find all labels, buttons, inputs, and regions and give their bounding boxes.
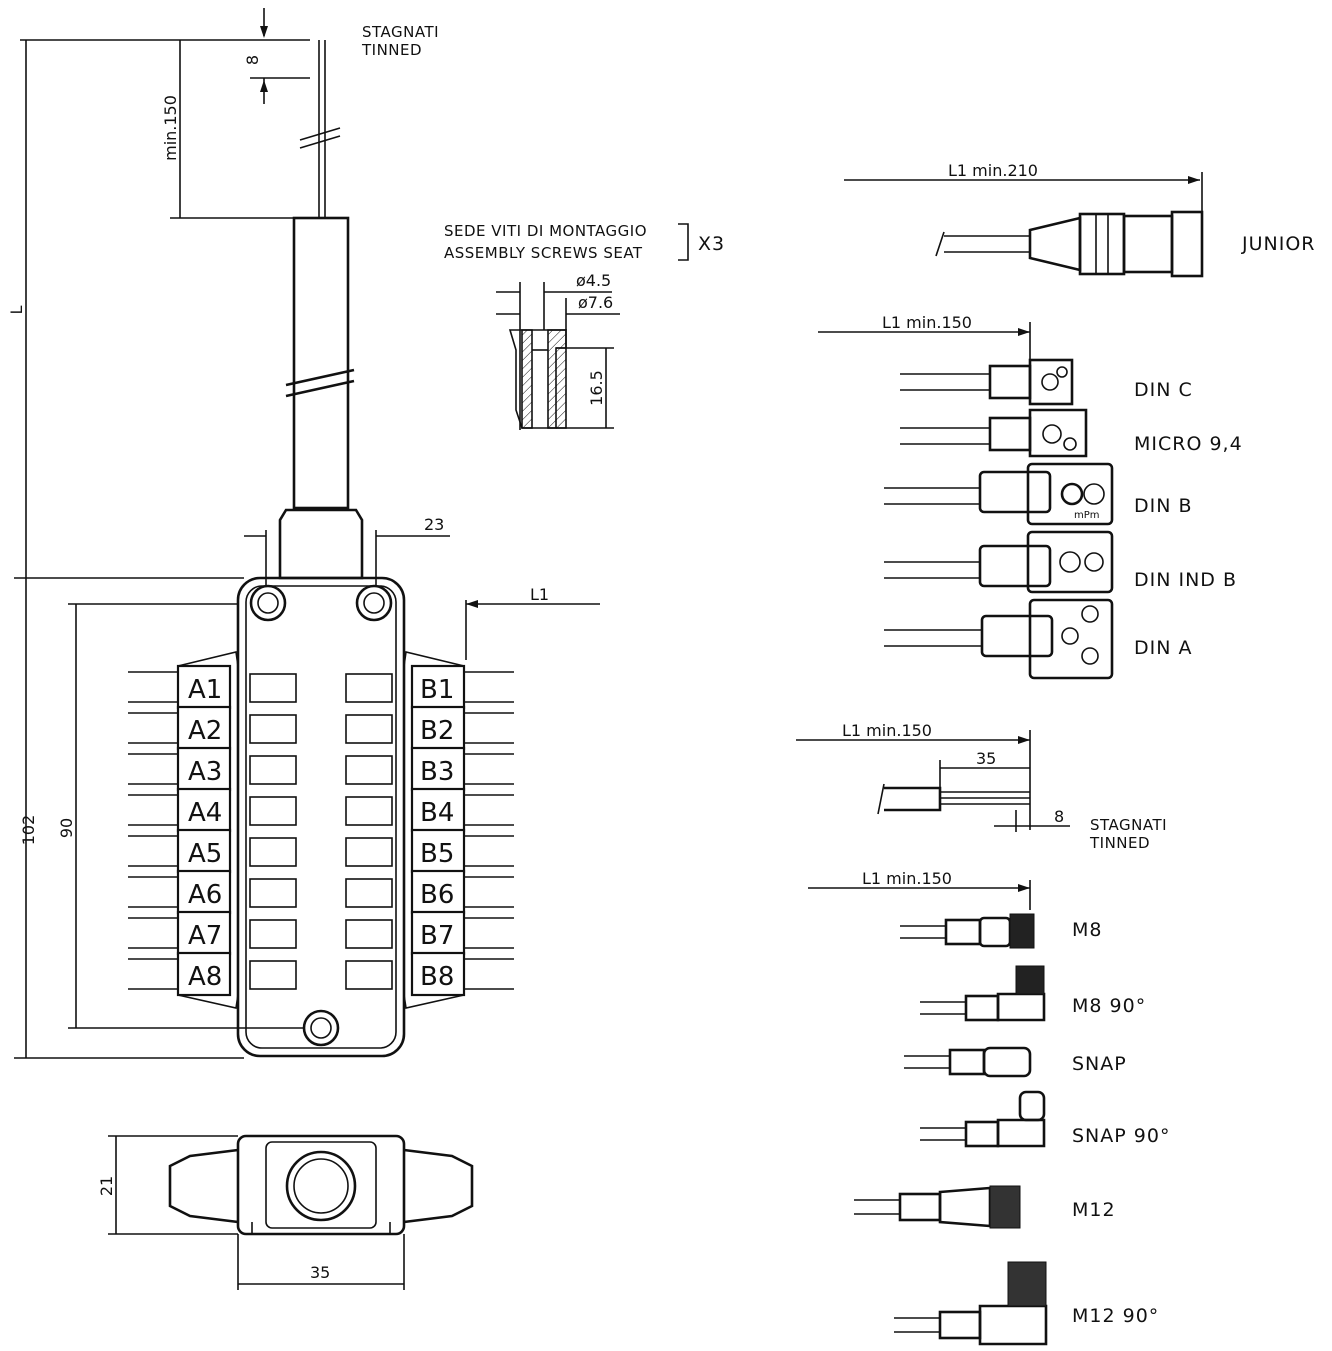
min-length-dim: min.150 bbox=[161, 95, 180, 161]
tinned-label-it: STAGNATI bbox=[362, 23, 439, 41]
snap-90-label: SNAP 90° bbox=[1072, 1125, 1170, 1147]
din-c-connector: DIN C bbox=[900, 358, 1193, 406]
snap-connector: SNAP bbox=[904, 1046, 1127, 1078]
din-c-label: DIN C bbox=[1134, 379, 1193, 401]
right-connector-row-3: B3 bbox=[345, 746, 514, 792]
m-series-connectors: L1 min.150 M8 M8 90° SNAP bbox=[808, 869, 1170, 1346]
left-connector-row-3: A3 bbox=[128, 746, 297, 792]
micro-connector: MICRO 9,4 bbox=[900, 408, 1243, 458]
screw-seat-quantity: X3 bbox=[698, 233, 725, 255]
wire-strip-dim: 35 bbox=[976, 749, 996, 768]
din-b-label: DIN B bbox=[1134, 495, 1193, 517]
total-length-dim: L bbox=[7, 305, 26, 314]
pin-label-b3: B3 bbox=[420, 757, 454, 787]
pin-label-b8: B8 bbox=[420, 962, 454, 992]
snap-label: SNAP bbox=[1072, 1053, 1127, 1075]
pin-label-b6: B6 bbox=[420, 880, 454, 910]
m-series-length-dim: L1 min.150 bbox=[862, 869, 952, 888]
din-a-connector: DIN A bbox=[884, 598, 1192, 680]
screw-seat-title-it: SEDE VITI DI MONTAGGIO bbox=[444, 222, 647, 240]
m12-90-label: M12 90° bbox=[1072, 1305, 1159, 1327]
left-connector-row-4: A4 bbox=[128, 787, 297, 833]
wire-tin-dim: 8 bbox=[1054, 807, 1064, 826]
pin-label-b7: B7 bbox=[420, 921, 454, 951]
top-cable: 8 min.150 L STAGNATI TINNED bbox=[7, 8, 439, 1058]
tinned-label-en: TINNED bbox=[361, 41, 422, 59]
m12-90-connector: M12 90° bbox=[894, 1261, 1159, 1346]
wire-length-dim: L1 min.150 bbox=[842, 721, 932, 740]
pin-label-a3: A3 bbox=[188, 757, 222, 787]
junior-length-dim: L1 min.210 bbox=[948, 161, 1038, 180]
mount-spacing-dim: 23 bbox=[424, 515, 444, 534]
pin-label-a5: A5 bbox=[188, 839, 222, 869]
right-connector-row-7: B7 bbox=[345, 910, 514, 956]
cable-length-l1-dim: L1 bbox=[530, 585, 549, 604]
m8-90-connector: M8 90° bbox=[920, 965, 1146, 1022]
box-height-dim: 102 bbox=[19, 815, 38, 846]
pin-label-a8: A8 bbox=[188, 962, 222, 992]
left-connector-row-8: A8 bbox=[128, 951, 297, 1009]
left-connector-row-6: A6 bbox=[128, 869, 297, 915]
pin-label-a4: A4 bbox=[188, 798, 222, 828]
pin-label-a7: A7 bbox=[188, 921, 222, 951]
box-side-view: 21 35 bbox=[97, 1134, 474, 1290]
left-connector-row-7: A7 bbox=[128, 910, 297, 956]
pin-label-b2: B2 bbox=[420, 716, 454, 746]
din-ind-b-connector: DIN IND B bbox=[884, 530, 1237, 594]
wire-tinned-it: STAGNATI bbox=[1090, 816, 1167, 834]
right-connector-row-5: B5 bbox=[345, 828, 514, 874]
screw-seat-detail: SEDE VITI DI MONTAGGIO ASSEMBLY SCREWS S… bbox=[444, 222, 725, 430]
hole-diameter-small: ø4.5 bbox=[576, 271, 611, 290]
hole-diameter-large: ø7.6 bbox=[578, 293, 613, 312]
right-connector-row-6: B6 bbox=[345, 869, 514, 915]
m8-connector: M8 bbox=[900, 913, 1102, 949]
m8-label: M8 bbox=[1072, 919, 1102, 941]
left-connector-row-1: A1 bbox=[128, 651, 297, 710]
right-connector-row-2: B2 bbox=[345, 705, 514, 751]
right-connector-row-8: B8 bbox=[345, 951, 514, 1009]
screw-seat-title-en: ASSEMBLY SCREWS SEAT bbox=[444, 244, 643, 262]
din-a-label: DIN A bbox=[1134, 637, 1192, 659]
pin-label-a2: A2 bbox=[188, 716, 222, 746]
m12-connector: M12 bbox=[854, 1185, 1116, 1229]
mpm-logo-text: mPm bbox=[1074, 510, 1100, 521]
pin-label-a6: A6 bbox=[188, 880, 222, 910]
seat-depth-dim: 16.5 bbox=[587, 370, 606, 406]
junior-connector: L1 min.210 JUNIOR bbox=[844, 161, 1315, 278]
pin-label-b4: B4 bbox=[420, 798, 454, 828]
din-b-connector: mPm DIN B bbox=[884, 462, 1193, 526]
pin-label-b1: B1 bbox=[420, 675, 454, 705]
mount-height-dim: 90 bbox=[57, 818, 76, 838]
micro-label: MICRO 9,4 bbox=[1134, 433, 1243, 455]
left-connector-row-5: A5 bbox=[128, 828, 297, 874]
side-height-dim: 21 bbox=[97, 1176, 116, 1196]
free-wires: L1 min.150 35 8 STAGNATI TINNED bbox=[796, 721, 1167, 852]
din-length-dim: L1 min.150 bbox=[882, 313, 972, 332]
strip-length-dim: 8 bbox=[243, 55, 262, 65]
din-ind-b-label: DIN IND B bbox=[1134, 569, 1237, 591]
side-width-dim: 35 bbox=[310, 1263, 330, 1282]
terminal-box: 23 L1 102 90 A1 A2 A3 bbox=[14, 515, 600, 1059]
left-connector-row-2: A2 bbox=[128, 705, 297, 751]
din-connectors: L1 min.150 DIN C MICRO 9,4 bbox=[818, 313, 1243, 680]
right-connector-row-4: B4 bbox=[345, 787, 514, 833]
snap-90-connector: SNAP 90° bbox=[920, 1090, 1170, 1148]
right-connector-row-1: B1 bbox=[345, 651, 514, 710]
m12-label: M12 bbox=[1072, 1199, 1116, 1221]
junior-label: JUNIOR bbox=[1241, 233, 1315, 255]
wire-tinned-en: TINNED bbox=[1089, 834, 1150, 852]
pin-label-b5: B5 bbox=[420, 839, 454, 869]
pin-label-a1: A1 bbox=[188, 675, 222, 705]
m8-90-label: M8 90° bbox=[1072, 995, 1146, 1017]
